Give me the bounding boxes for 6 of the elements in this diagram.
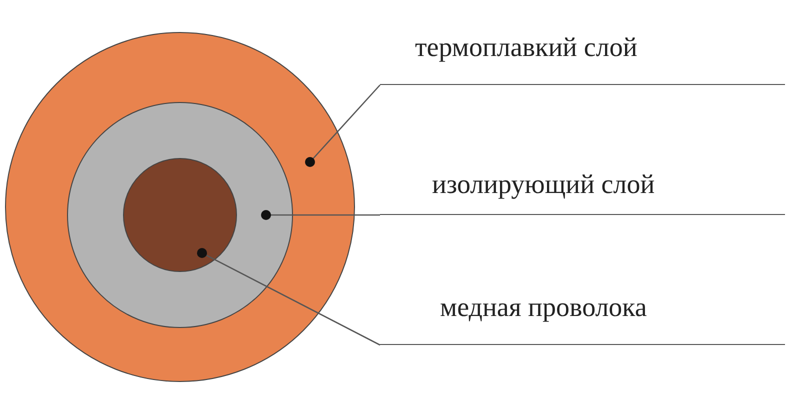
layer-label: термоплавкий слой <box>415 32 638 62</box>
leader-line <box>197 248 380 346</box>
leader-line <box>261 210 380 220</box>
layer-label: медная проволока <box>440 292 647 322</box>
layer-label: изолирующий слой <box>432 169 655 199</box>
leader-line <box>305 84 380 167</box>
